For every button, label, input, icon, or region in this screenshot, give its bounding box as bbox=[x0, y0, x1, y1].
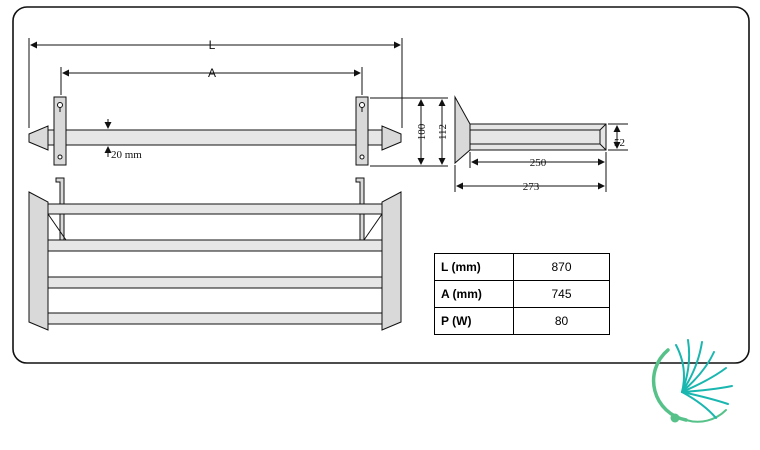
spec-key: P (W) bbox=[434, 307, 514, 335]
label-depth-52: 52 bbox=[614, 137, 625, 149]
rack-bar-top bbox=[47, 203, 383, 215]
spec-value: 80 bbox=[513, 307, 610, 335]
label-length-250: 250 bbox=[530, 157, 547, 169]
spec-key: A (mm) bbox=[434, 280, 514, 308]
rack-bar-2 bbox=[47, 239, 383, 252]
left-wall-bracket bbox=[53, 96, 67, 166]
spec-table: L (mm) 870 A (mm) 745 P (W) 80 bbox=[434, 253, 610, 335]
spec-value: 870 bbox=[513, 253, 610, 281]
front-view bbox=[28, 38, 448, 167]
label-L: L bbox=[209, 38, 216, 52]
spec-key: L (mm) bbox=[434, 253, 514, 281]
drawing-frame bbox=[12, 6, 750, 364]
spec-value: 745 bbox=[513, 280, 610, 308]
rack-bar-4 bbox=[47, 312, 383, 325]
side-tube-body bbox=[469, 123, 607, 151]
label-A: A bbox=[208, 66, 216, 80]
towel-rack-view bbox=[28, 177, 402, 331]
rack-right-side bbox=[381, 191, 402, 331]
label-height-112: 112 bbox=[437, 124, 449, 140]
table-row: L (mm) 870 bbox=[434, 253, 610, 281]
label-tube-diameter: 20 mm bbox=[111, 149, 142, 161]
label-length-273: 273 bbox=[523, 181, 540, 193]
dandelion-logo-icon bbox=[651, 339, 733, 423]
left-end-cap bbox=[28, 125, 49, 151]
table-row: A (mm) 745 bbox=[434, 280, 610, 308]
side-view bbox=[454, 95, 628, 192]
right-wall-bracket bbox=[355, 96, 369, 166]
rack-left-side bbox=[28, 191, 49, 331]
table-row: P (W) 80 bbox=[434, 307, 610, 335]
heating-tube bbox=[47, 129, 383, 146]
rack-bar-3 bbox=[47, 276, 383, 289]
right-end-cap bbox=[381, 125, 402, 151]
label-height-100: 100 bbox=[416, 123, 428, 140]
